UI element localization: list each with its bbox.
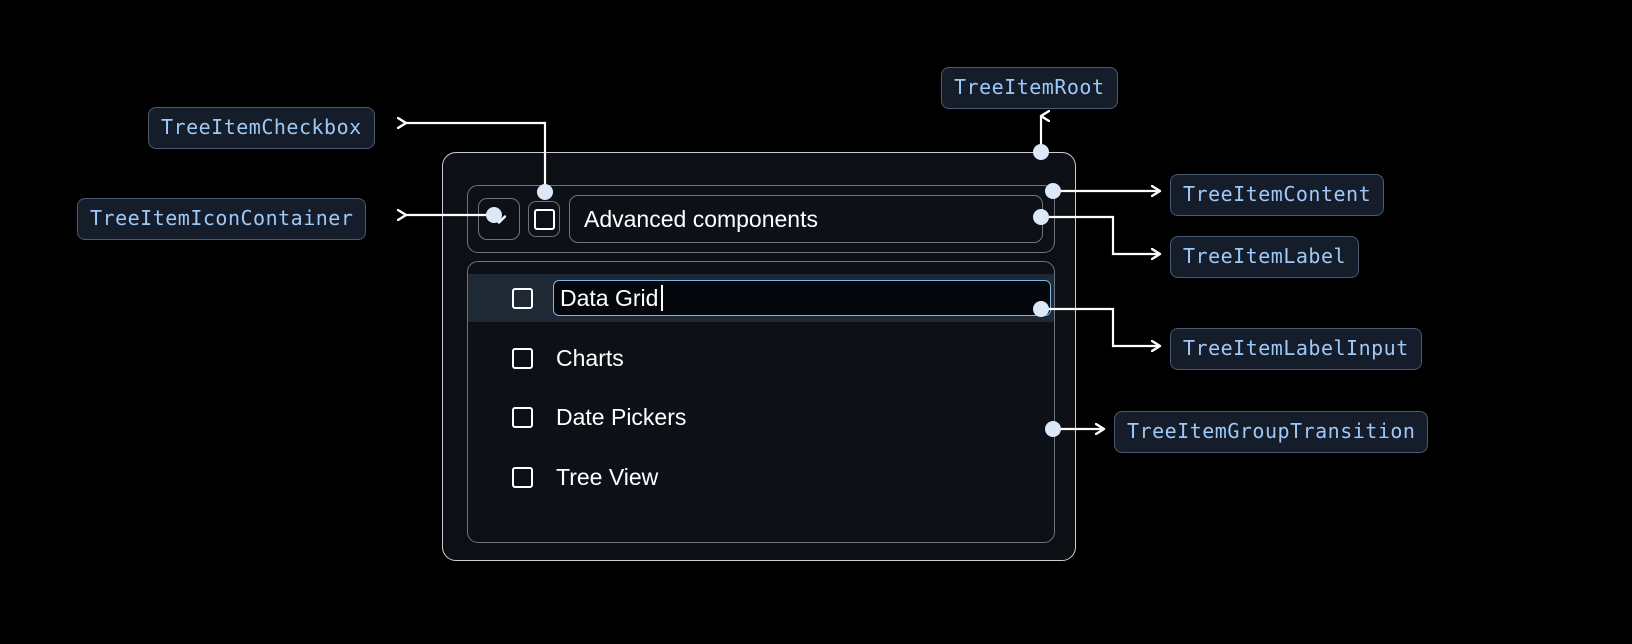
tree-row-charts[interactable]: Charts (468, 334, 1054, 382)
tree-item-checkbox-data-grid[interactable] (512, 287, 533, 309)
tree-item-content[interactable]: Advanced components (467, 185, 1055, 253)
text-caret (661, 285, 663, 311)
annotation-chip-tree-item-group-transition: TreeItemGroupTransition (1114, 411, 1429, 453)
tree-item-label-date-pickers: Date Pickers (556, 403, 687, 430)
tree-item-label[interactable]: Advanced components (569, 195, 1043, 243)
annotation-chip-tree-item-checkbox: TreeItemCheckbox (148, 107, 375, 149)
annotation-chip-tree-item-content: TreeItemContent (1170, 174, 1385, 216)
annotation-chip-tree-item-root: TreeItemRoot (941, 67, 1118, 109)
tree-item-root[interactable]: Advanced components Data Grid Charts Dat… (442, 152, 1076, 561)
annotation-chip-tree-item-label: TreeItemLabel (1170, 236, 1360, 278)
tree-item-label-tree-view: Tree View (556, 463, 659, 490)
tree-item-checkbox-tree-view[interactable] (512, 466, 533, 488)
tree-item-label-input-value: Data Grid (560, 284, 659, 311)
chevron-down-icon (491, 215, 507, 224)
tree-item-group-transition: Data Grid Charts Date Pickers Tree View (467, 261, 1055, 543)
tree-item-label-text: Advanced components (584, 205, 818, 232)
tree-item-checkbox-date-pickers[interactable] (512, 406, 533, 428)
tree-row-data-grid[interactable]: Data Grid (468, 274, 1054, 322)
annotation-chip-tree-item-label-input: TreeItemLabelInput (1170, 328, 1422, 370)
checkbox-square-icon (533, 208, 555, 230)
tree-item-label-input[interactable]: Data Grid (553, 280, 1051, 316)
tree-item-label-charts: Charts (556, 344, 624, 371)
tree-row-date-pickers[interactable]: Date Pickers (468, 393, 1054, 441)
tree-item-icon-container[interactable] (478, 198, 520, 240)
annotation-chip-tree-item-icon-container: TreeItemIconContainer (77, 198, 367, 240)
tree-item-checkbox-charts[interactable] (512, 347, 533, 369)
tree-row-tree-view[interactable]: Tree View (468, 453, 1054, 501)
tree-item-checkbox[interactable] (528, 201, 560, 237)
